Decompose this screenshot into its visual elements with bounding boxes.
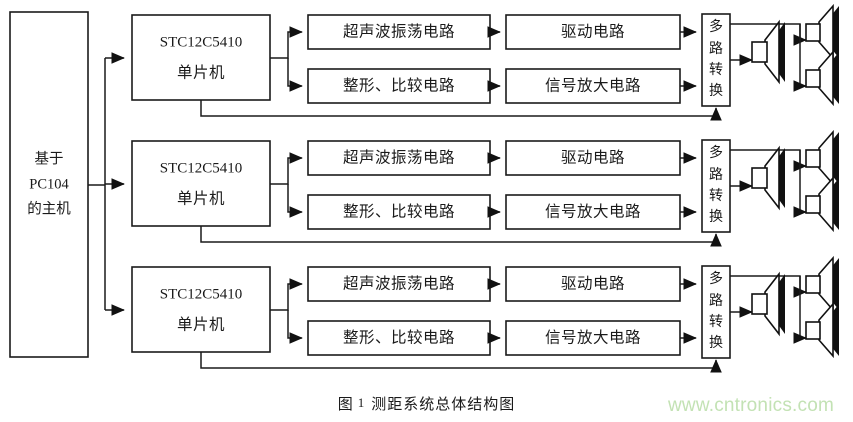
amplify-circuit-box-1[interactable]: [505, 68, 681, 104]
mux-label-1-char4: 换: [709, 82, 723, 99]
amplify-circuit-label-3: 信号放大电路: [545, 329, 641, 347]
mcu-3-to-compare-wire: [287, 310, 303, 344]
transducer-icon-3c: [805, 301, 839, 359]
mcu-1-to-osc-wire: [270, 26, 303, 59]
mcu-box-2[interactable]: [131, 140, 271, 227]
compare-circuit-label-1: 整形、比较电路: [343, 77, 455, 95]
site-watermark: www.cntronics.com: [668, 395, 834, 416]
osc-circuit-label-1: 超声波振荡电路: [343, 23, 455, 41]
drive-circuit-box-3[interactable]: [505, 266, 681, 302]
mcu-label-2-line1: STC12C5410: [160, 160, 243, 176]
mcu-label-1-line1: STC12C5410: [160, 34, 243, 50]
mcu-box-1[interactable]: [131, 14, 271, 101]
mcu-3-to-osc-wire: [270, 278, 303, 311]
caption-number: 1: [357, 395, 366, 410]
amplify-circuit-label-1: 信号放大电路: [545, 77, 641, 95]
transducer-icon-2c: [805, 175, 839, 233]
transducer-icon-2b: [805, 129, 839, 187]
transducer-icon-1a: [751, 19, 785, 85]
transducer-icon-1b: [805, 3, 839, 61]
mux-label-3-char3: 转: [709, 314, 723, 330]
mux-label-1-char3: 转: [709, 62, 723, 78]
mux-box-1[interactable]: [701, 13, 731, 107]
mcu-label-2-line2: 单片机: [177, 190, 225, 208]
osc-circuit-label-2: 超声波振荡电路: [343, 149, 455, 167]
transducer-icon-2a: [751, 145, 785, 211]
drive-circuit-label-1: 驱动电路: [561, 23, 625, 41]
mcu-1-to-compare-wire: [287, 58, 303, 92]
host-label-line2: PC104: [29, 176, 69, 192]
amplify-circuit-box-3[interactable]: [505, 320, 681, 356]
mux-label-1-char1: 多: [709, 18, 723, 35]
mcu-2-to-compare-wire: [287, 184, 303, 218]
transducer-icon-1c: [805, 49, 839, 107]
mux-box-3[interactable]: [701, 265, 731, 359]
osc-circuit-label-3: 超声波振荡电路: [343, 275, 455, 293]
mux-label-3-char2: 路: [709, 293, 723, 309]
mux-label-3-char1: 多: [709, 270, 723, 287]
mux-2-to-outer-transducer-b: [793, 150, 807, 218]
mcu-2-feedback-wire: [200, 226, 722, 247]
drive-circuit-label-3: 驱动电路: [561, 275, 625, 293]
mux-box-2[interactable]: [701, 139, 731, 233]
mux-label-2-char2: 路: [709, 167, 723, 183]
osc-circuit-box-2[interactable]: [307, 140, 491, 176]
osc-circuit-box-1[interactable]: [307, 14, 491, 50]
amplify-circuit-box-2[interactable]: [505, 194, 681, 230]
amplify-circuit-label-2: 信号放大电路: [545, 203, 641, 221]
host-computer-box[interactable]: [9, 11, 89, 358]
mux-label-1-char2: 路: [709, 41, 723, 57]
caption-text: 测距系统总体结构图: [371, 397, 516, 413]
host-label-line1: 基于: [35, 150, 64, 167]
mux-label-2-char4: 换: [709, 208, 723, 225]
mcu-2-to-osc-wire: [270, 152, 303, 185]
mux-1-to-outer-transducer-b: [793, 24, 807, 92]
mcu-box-3[interactable]: [131, 266, 271, 353]
mcu-label-3-line1: STC12C5410: [160, 286, 243, 302]
mcu-3-feedback-wire: [200, 352, 722, 373]
drive-circuit-box-2[interactable]: [505, 140, 681, 176]
mcu-1-feedback-wire: [200, 100, 722, 121]
caption-prefix: 图: [337, 397, 354, 413]
host-label-line3: 的主机: [27, 200, 71, 217]
mux-label-3-char4: 换: [709, 334, 723, 351]
compare-circuit-label-2: 整形、比较电路: [343, 203, 455, 221]
compare-circuit-box-1[interactable]: [307, 68, 491, 104]
mux-label-2-char3: 转: [709, 188, 723, 204]
mux-label-2-char1: 多: [709, 144, 723, 161]
mux-3-to-outer-transducer-b: [793, 276, 807, 344]
compare-circuit-label-3: 整形、比较电路: [343, 329, 455, 347]
drive-circuit-label-2: 驱动电路: [561, 149, 625, 167]
mcu-label-1-line2: 单片机: [177, 64, 225, 82]
mcu-label-3-line2: 单片机: [177, 316, 225, 334]
transducer-icon-3a: [751, 271, 785, 337]
transducer-icon-3b: [805, 255, 839, 313]
